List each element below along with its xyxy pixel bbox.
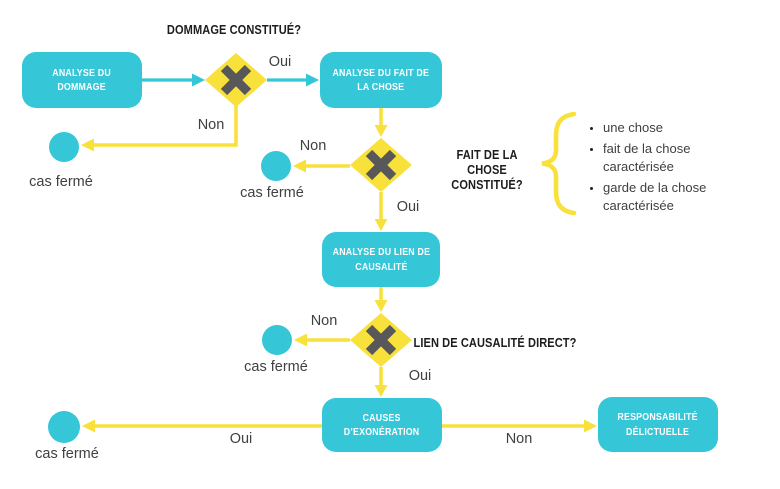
edge-label-oui-exoneration: Oui: [229, 431, 253, 447]
question-text: DOMMAGE CONSTITUÉ?: [166, 22, 302, 37]
annotation-item: une chose: [603, 119, 715, 137]
node-label-line2: CAUSALITÉ: [354, 260, 408, 273]
node-label: RESPONSABILITÉ DÉLICTUELLE: [600, 410, 717, 438]
node-label-line2: DOMMAGE: [57, 81, 107, 93]
node-label-line1: ANALYSE DU LIEN DE: [332, 246, 430, 259]
cas-ferme-circle-1: [49, 132, 79, 162]
arrowhead-exoneration-oui: [82, 419, 95, 433]
arrowhead-q2-non: [293, 159, 306, 173]
node-label-line2: D’EXONÉRATION: [344, 426, 420, 438]
edge-label-oui-q2: Oui: [396, 199, 420, 215]
arrowhead-q1-non: [81, 138, 94, 152]
cas-ferme-label-2: cas fermé: [240, 185, 304, 201]
edge-label-non-q2: Non: [299, 138, 327, 154]
question-text: LIEN DE CAUSALITÉ DIRECT?: [413, 335, 577, 350]
edge-label-oui-q1: Oui: [268, 54, 292, 70]
decision-diamond-q1: [205, 53, 267, 107]
node-label-line1: CAUSES: [362, 411, 402, 424]
node-label: ANALYSE DU DOMMAGE: [24, 66, 141, 94]
cas-ferme-label-1: cas fermé: [29, 174, 93, 190]
node-label-line1: ANALYSE DU: [52, 66, 112, 79]
annotation-list: une chose fait de la chose caractérisée …: [578, 119, 724, 218]
decision-diamond-q3: [350, 313, 412, 367]
x-mark-icon: [365, 149, 397, 181]
arrow-q1-non: [92, 105, 238, 147]
node-label: CAUSES D’EXONÉRATION: [324, 411, 441, 439]
question-label-dommage: DOMMAGE CONSTITUÉ?: [167, 22, 301, 37]
node-causes-exoneration: CAUSES D’EXONÉRATION: [322, 398, 442, 452]
arrowhead-fait-to-q2: [374, 125, 388, 137]
cas-ferme-label-3: cas fermé: [244, 359, 308, 375]
node-analyse-fait: ANALYSE DU FAIT DE LA CHOSE: [320, 52, 442, 108]
cas-ferme-label-4: cas fermé: [35, 446, 99, 462]
edge-label-non-q1: Non: [197, 117, 225, 133]
node-label-line1: ANALYSE DU FAIT DE: [332, 66, 430, 79]
question-label-fait: FAIT DE LA CHOSE CONSTITUÉ?: [443, 147, 531, 192]
node-analyse-dommage: ANALYSE DU DOMMAGE: [22, 52, 142, 108]
edge-label-non-q3: Non: [310, 313, 338, 329]
x-mark-icon: [220, 64, 252, 96]
arrowhead-q1-oui: [306, 73, 319, 87]
arrowhead-dommage-to-q1: [192, 73, 205, 87]
arrowhead-lien-to-q3: [374, 300, 388, 312]
edge-label-oui-q3: Oui: [408, 368, 432, 384]
annotation-item: garde de la chose caractérisée: [603, 179, 715, 215]
brace-icon: [541, 111, 577, 216]
node-responsabilite-delictuelle: RESPONSABILITÉ DÉLICTUELLE: [598, 397, 718, 452]
arrowhead-exoneration-non: [584, 419, 597, 433]
decision-diamond-q2: [350, 138, 412, 192]
cas-ferme-circle-4: [48, 411, 80, 443]
cas-ferme-circle-2: [261, 151, 291, 181]
question-text-line1: FAIT DE LA CHOSE: [456, 147, 518, 177]
node-label-line1: RESPONSABILITÉ: [617, 411, 699, 424]
node-label-line2: DÉLICTUELLE: [626, 425, 690, 438]
cas-ferme-circle-3: [262, 325, 292, 355]
annotation-item: fait de la chose caractérisée: [603, 140, 715, 176]
question-label-lien: LIEN DE CAUSALITÉ DIRECT?: [414, 335, 577, 350]
arrowhead-q3-non: [294, 333, 307, 347]
x-mark-icon: [365, 324, 397, 356]
node-label: ANALYSE DU LIEN DE CAUSALITÉ: [324, 245, 439, 273]
node-analyse-lien: ANALYSE DU LIEN DE CAUSALITÉ: [322, 232, 440, 287]
arrowhead-q2-oui: [374, 219, 388, 231]
arrowhead-q3-oui: [374, 385, 388, 397]
node-label-line2: LA CHOSE: [357, 81, 405, 93]
question-text-line2: CONSTITUÉ?: [451, 177, 523, 192]
edge-label-non-exoneration: Non: [505, 431, 533, 447]
node-label: ANALYSE DU FAIT DE LA CHOSE: [322, 66, 441, 94]
